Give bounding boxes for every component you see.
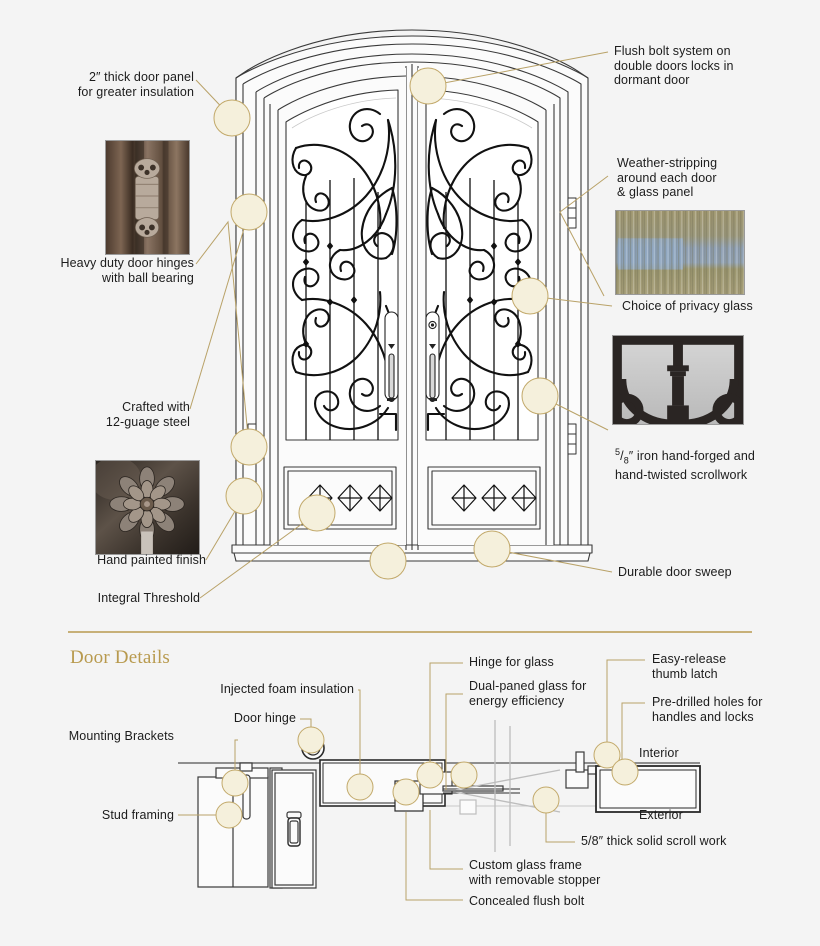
details-callout-dots <box>215 726 639 829</box>
label-privacy-glass: Choice of privacy glass <box>622 299 753 313</box>
label-crafted-steel: Crafted with 12-guage steel <box>105 400 190 429</box>
label-door-hinge: Door hinge <box>233 711 296 725</box>
door-handle-right <box>425 311 440 402</box>
label-heavy-duty-hinges: Heavy duty door hinges with ball bearing <box>60 256 194 285</box>
label-solid-scroll-work: 5/8″ thick solid scroll work <box>581 834 727 848</box>
label-interior: Interior <box>639 746 679 760</box>
label-scrollwork: 5/8″ iron hand-forged and hand-twisted s… <box>615 430 805 482</box>
door-callout-dots <box>213 67 559 580</box>
scrollwork-fraction: 5/8 <box>615 446 629 466</box>
label-door-sweep: Durable door sweep <box>618 565 732 579</box>
privacy-glass-photo <box>615 210 745 295</box>
hinge-photo <box>105 140 190 255</box>
label-custom-glass-frame: Custom glass frame with removable stoppe… <box>469 858 601 887</box>
scrollwork-text: ″ iron hand-forged and hand-twisted scro… <box>615 448 755 482</box>
label-pre-drilled-holes: Pre-drilled holes for handles and locks <box>652 695 763 724</box>
label-hinge-for-glass: Hinge for glass <box>469 655 554 669</box>
scrollwork-photo <box>612 335 744 425</box>
door-handle-left <box>384 311 399 402</box>
label-thick-door-panel: 2″ thick door panel for greater insulati… <box>77 70 194 99</box>
label-integral-threshold: Integral Threshold <box>97 591 200 605</box>
privacy-glass-art <box>616 211 744 294</box>
label-concealed-flush-bolt: Concealed flush bolt <box>469 894 585 908</box>
label-injected-foam: Injected foam insulation <box>220 682 354 696</box>
label-mounting-brackets: Mounting Brackets <box>68 729 174 743</box>
label-dual-paned-glass: Dual-paned glass for energy efficiency <box>469 679 587 708</box>
door-details-title: Door Details <box>70 647 171 668</box>
label-easy-release-latch: Easy-release thumb latch <box>652 652 727 681</box>
rosette-photo <box>95 460 200 555</box>
hinge-photo-art <box>106 141 189 254</box>
rosette-photo-art <box>96 461 199 554</box>
details-leader-lines <box>178 659 645 901</box>
label-stud-framing: Stud framing <box>101 808 174 822</box>
label-hand-painted: Hand painted finish <box>97 553 206 567</box>
scrollwork-art <box>613 336 743 424</box>
label-flush-bolt-system: Flush bolt system on double doors locks … <box>614 44 734 87</box>
door-illustration <box>231 29 593 562</box>
label-exterior: Exterior <box>639 808 683 822</box>
label-weather-stripping: Weather-stripping around each door & gla… <box>617 156 718 199</box>
